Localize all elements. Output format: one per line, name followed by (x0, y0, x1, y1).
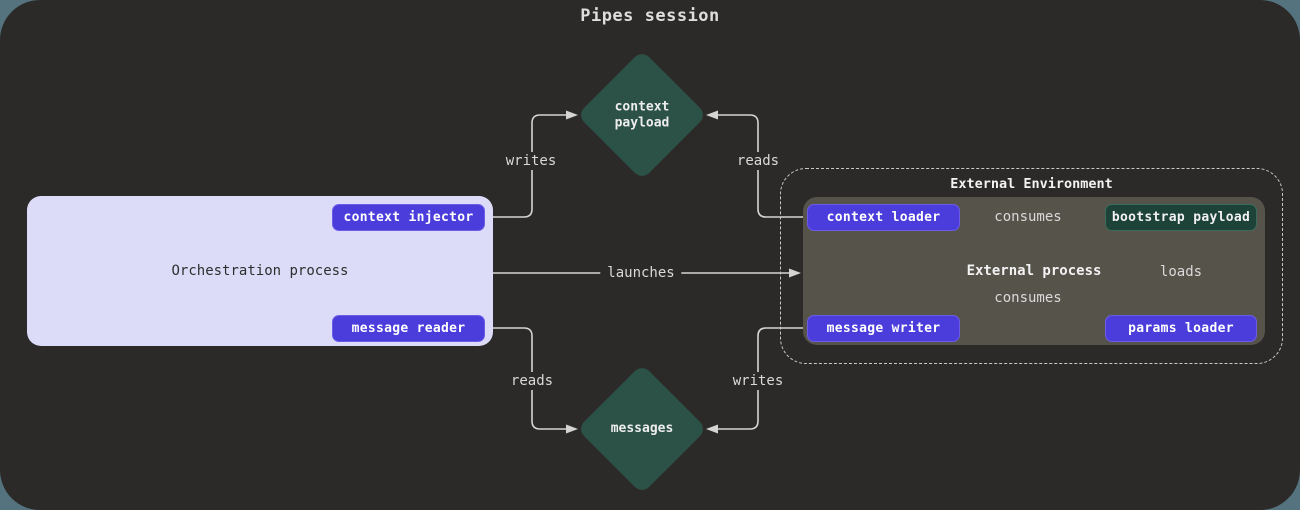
page-title: Pipes session (580, 6, 720, 26)
context-payload-label: context payload (614, 99, 670, 130)
edge-label-writes-bottom: writes (725, 372, 791, 390)
message-writer-node: message writer (807, 315, 960, 342)
messages-label: messages (610, 421, 674, 437)
edge-label-consumes-bottom: consumes (987, 289, 1069, 307)
edge-label-loads: loads (1152, 263, 1210, 281)
edge-label-writes-top: writes (498, 152, 564, 170)
arrowhead (566, 110, 578, 120)
edge-label-consumes-top: consumes (987, 208, 1069, 226)
arrowhead (706, 110, 718, 120)
edge-label-reads-bottom: reads (503, 372, 561, 390)
context-injector-node: context injector (332, 204, 485, 231)
external-environment-title: External Environment (950, 176, 1113, 192)
arrowhead (789, 268, 801, 278)
params-loader-node: params loader (1105, 315, 1257, 342)
edge-label-reads-top: reads (729, 152, 787, 170)
external-process-label: External process (966, 263, 1102, 279)
orchestration-process-label: Orchestration process (171, 263, 349, 279)
arrowhead (566, 424, 578, 434)
external-environment-box: External Environment (780, 168, 1283, 364)
edge-label-launches: launches (600, 264, 682, 282)
context-loader-node: context loader (807, 204, 960, 231)
message-reader-node: message reader (332, 315, 485, 342)
bootstrap-payload-node: bootstrap payload (1105, 204, 1257, 231)
arrowhead (706, 424, 718, 434)
